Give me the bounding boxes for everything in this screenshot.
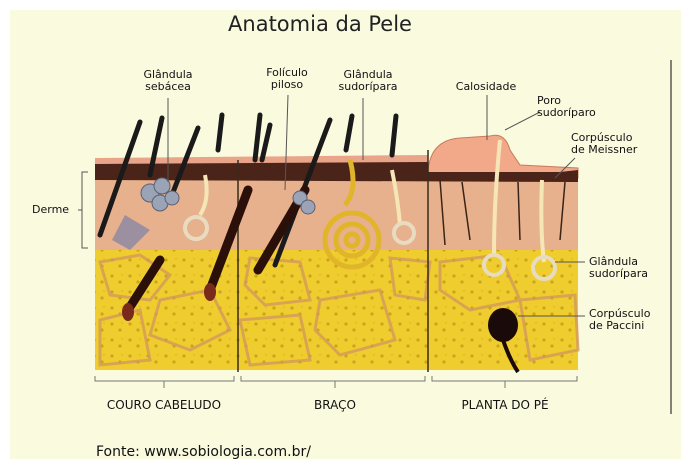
section-brackets <box>95 376 577 388</box>
label-corpusculo-meissner: Corpúsculo de Meissner <box>571 132 637 156</box>
label-calosidade: Calosidade <box>446 81 526 93</box>
label-glandula-sudoripara-top: Glândula sudorípara <box>330 69 406 93</box>
label-line: de Meissner <box>571 144 637 156</box>
callus <box>428 135 578 178</box>
label-line: sudorípara <box>589 268 648 280</box>
label-line: sudoríparo <box>537 107 596 119</box>
section-braco: BRAÇO <box>295 398 375 412</box>
label-derme: Derme <box>32 204 69 216</box>
label-line: de Paccini <box>589 320 650 332</box>
label-glandula-sebacea: Glândula sebácea <box>132 69 204 93</box>
section-couro-cabeludo: COURO CABELUDO <box>94 398 234 412</box>
label-line: sudorípara <box>330 81 406 93</box>
source-credit: Fonte: www.sobiologia.com.br/ <box>96 444 311 460</box>
label-foliculo-piloso: Folículo piloso <box>255 67 319 91</box>
paccini-corpuscle <box>488 308 518 342</box>
label-glandula-sudoripara-right: Glândula sudorípara <box>589 256 648 280</box>
label-corpusculo-paccini: Corpúsculo de Paccini <box>589 308 650 332</box>
label-line: piloso <box>255 79 319 91</box>
derme-bracket <box>82 172 88 248</box>
label-poro-sudoriparo: Poro sudoríparo <box>537 95 596 119</box>
label-line: sebácea <box>132 81 204 93</box>
section-planta-do-pe: PLANTA DO PÉ <box>440 398 570 412</box>
